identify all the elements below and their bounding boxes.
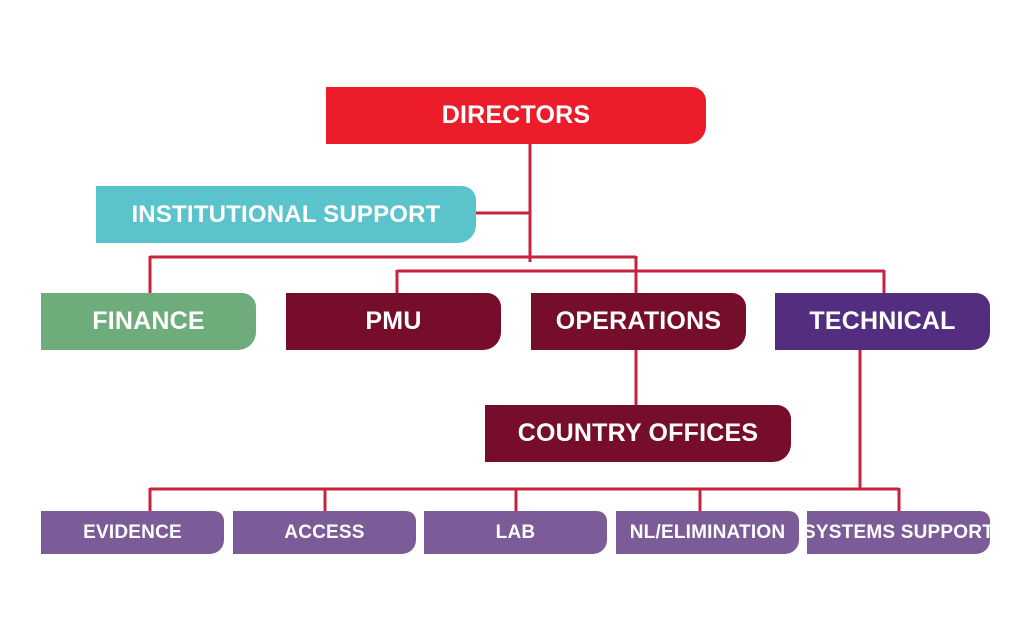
node-directors: DIRECTORS [326, 87, 706, 144]
node-systems-support: SYSTEMS SUPPORT [803, 511, 994, 554]
node-institutional-support: INSTITUTIONAL SUPPORT [96, 186, 476, 243]
node-access: ACCESS [233, 511, 416, 554]
node-evidence: EVIDENCE [41, 511, 224, 554]
node-lab: LAB [424, 511, 607, 554]
node-pmu: PMU [286, 293, 501, 350]
node-finance: FINANCE [41, 293, 256, 350]
node-technical: TECHNICAL [775, 293, 990, 350]
node-operations: OPERATIONS [531, 293, 746, 350]
node-country-offices: COUNTRY OFFICES [485, 405, 791, 462]
node-nl-elimination: NL/ELIMINATION [616, 511, 799, 554]
